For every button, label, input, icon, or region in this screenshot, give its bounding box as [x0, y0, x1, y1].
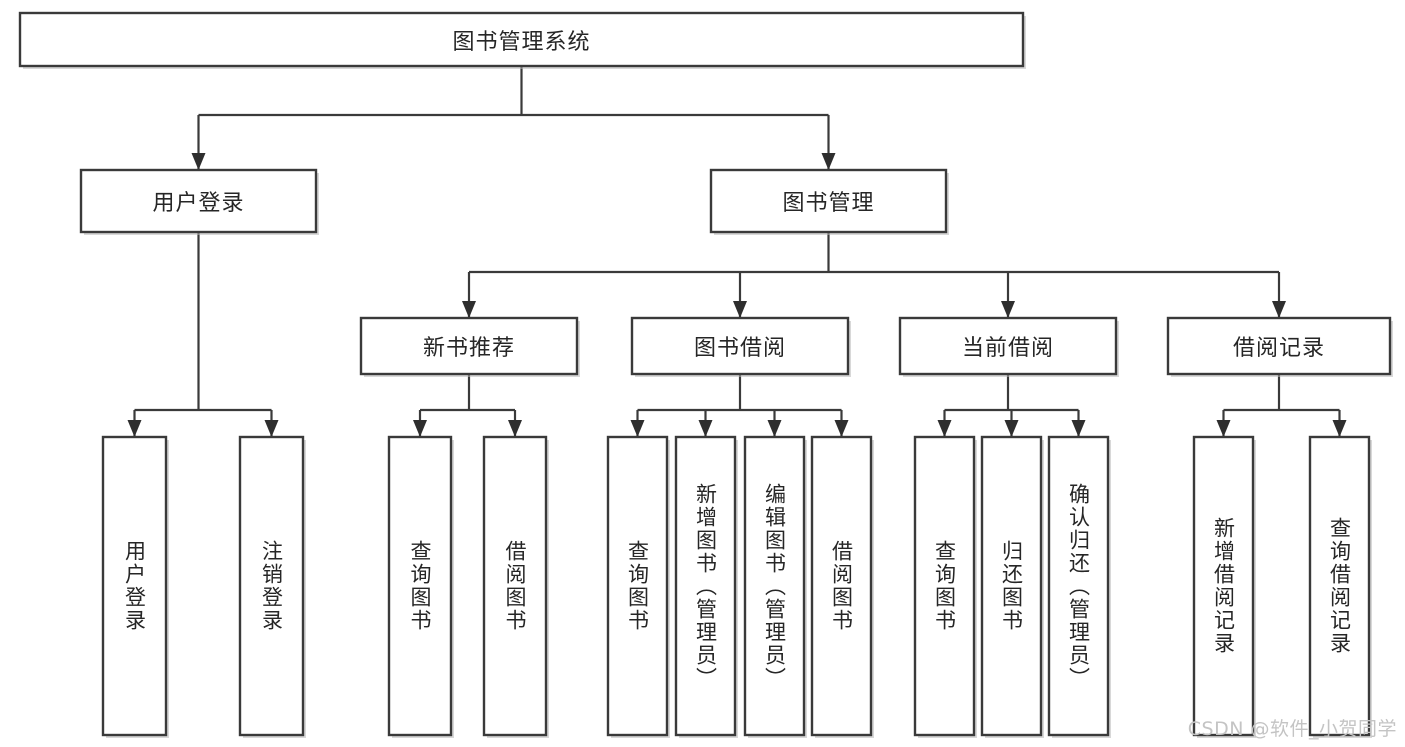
arrow-head-current-borrow — [1001, 301, 1015, 318]
node-box-leaf-return-book[interactable] — [980, 435, 1043, 737]
node-box-leaf-borrow-book[interactable] — [810, 435, 873, 737]
arrow-head-new-book-recommend — [462, 301, 476, 318]
node-box-book-management[interactable] — [709, 168, 948, 234]
node-box-leaf-borrow-book-recommend[interactable] — [482, 435, 548, 737]
arrow-head-leaf-user-login — [127, 420, 142, 437]
node-box-new-book-recommend[interactable] — [359, 316, 579, 376]
arrow-head-book-management — [821, 153, 836, 170]
arrow-head-borrow-record — [1272, 301, 1286, 318]
node-box-leaf-query-borrow-record[interactable] — [1308, 435, 1371, 737]
node-box-layer — [18, 11, 1393, 738]
node-box-leaf-add-book[interactable] — [674, 435, 737, 737]
node-box-leaf-user-login[interactable] — [101, 435, 168, 737]
node-box-current-borrow[interactable] — [898, 316, 1118, 376]
arrow-head-leaf-return-book — [1004, 420, 1019, 437]
arrow-head-leaf-logout — [264, 420, 279, 437]
arrow-head-leaf-confirm-return — [1071, 420, 1086, 437]
node-box-leaf-query-book-recommend[interactable] — [387, 435, 453, 737]
node-box-leaf-confirm-return[interactable] — [1047, 435, 1110, 737]
node-box-leaf-query-book-borrow[interactable] — [606, 435, 669, 737]
arrow-head-leaf-query-book-borrow — [630, 420, 645, 437]
arrow-head-book-borrow — [733, 301, 747, 318]
node-box-leaf-query-book-current[interactable] — [913, 435, 976, 737]
arrow-head-leaf-borrow-book-recommend — [508, 420, 522, 437]
node-box-leaf-logout[interactable] — [238, 435, 305, 737]
arrow-head-leaf-add-borrow-record — [1216, 420, 1231, 437]
node-box-book-borrow[interactable] — [630, 316, 850, 376]
node-box-user-login[interactable] — [79, 168, 318, 234]
connector-layer — [127, 66, 1347, 437]
node-box-root[interactable] — [18, 11, 1025, 68]
arrow-head-user-login — [191, 153, 206, 170]
arrow-head-leaf-query-book-recommend — [413, 420, 427, 437]
arrow-head-leaf-edit-book — [767, 420, 782, 437]
node-box-leaf-add-borrow-record[interactable] — [1192, 435, 1255, 737]
arrow-head-leaf-add-book — [698, 420, 713, 437]
arrow-head-leaf-query-book-current — [937, 420, 952, 437]
node-box-borrow-record[interactable] — [1166, 316, 1392, 376]
node-box-leaf-edit-book[interactable] — [743, 435, 806, 737]
arrow-head-leaf-borrow-book — [834, 420, 849, 437]
watermark-label: CSDN @软件_小贺同学 — [1187, 718, 1397, 740]
arrow-head-leaf-query-borrow-record — [1332, 420, 1347, 437]
